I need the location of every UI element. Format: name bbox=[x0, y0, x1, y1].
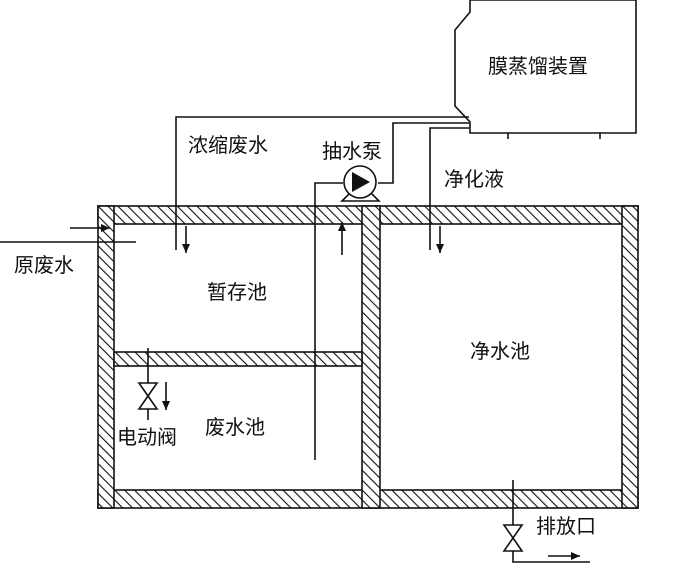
tank-walls bbox=[97, 205, 639, 509]
membrane-device-label: 膜蒸馏装置 bbox=[488, 54, 588, 78]
temp-tank-label: 暂存池 bbox=[207, 280, 267, 304]
left-wall bbox=[97, 205, 115, 509]
membrane-device-box bbox=[454, 0, 637, 134]
concentrated-pipe bbox=[175, 116, 469, 250]
divider-wall bbox=[113, 351, 363, 367]
raw-wastewater-label: 原废水 bbox=[14, 253, 74, 277]
discharge-valve-icon bbox=[502, 524, 524, 552]
concentrated-wastewater-label: 浓缩废水 bbox=[188, 133, 268, 157]
middle-wall bbox=[361, 205, 381, 509]
purified-liquid-label: 净化液 bbox=[444, 167, 504, 191]
waste-tank-label: 废水池 bbox=[205, 415, 265, 439]
device-feet bbox=[507, 133, 601, 139]
discharge-pipe bbox=[512, 480, 590, 563]
purified-pipe bbox=[429, 127, 469, 250]
pipes bbox=[0, 116, 590, 563]
clean-tank-label: 净水池 bbox=[470, 339, 530, 363]
water-pump-label: 抽水泵 bbox=[322, 139, 382, 163]
discharge-outlet-label: 排放口 bbox=[536, 514, 596, 538]
right-wall bbox=[621, 205, 639, 509]
valve-icon bbox=[137, 382, 159, 410]
pump-icon bbox=[340, 165, 381, 202]
electric-valve-label: 电动阀 bbox=[117, 425, 177, 449]
pump-discharge-pipe bbox=[378, 122, 469, 184]
pump-suction-pipe bbox=[314, 182, 343, 460]
